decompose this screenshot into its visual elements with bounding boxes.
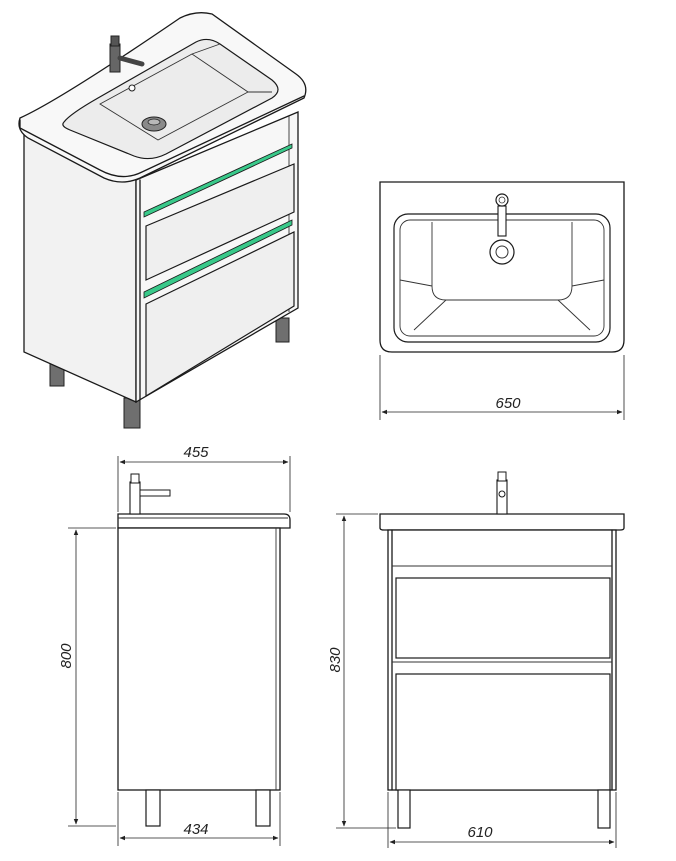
front-drawer-bottom [395, 673, 611, 791]
side-leg [145, 789, 161, 827]
dim-basin-width: 650 [495, 395, 521, 412]
front-view: 830 610 [327, 471, 625, 848]
dim-body-height: 800 [58, 643, 75, 669]
dim-body-depth: 434 [183, 821, 208, 838]
dim-body-width: 610 [467, 824, 493, 841]
iso-drawer-bottom [145, 231, 295, 398]
front-leg [397, 789, 411, 829]
iso-faucet [109, 35, 145, 92]
iso-leg [123, 397, 141, 429]
front-faucet [496, 471, 508, 515]
isometric-view [18, 12, 307, 429]
iso-led-strip [143, 219, 293, 299]
iso-basin-bowl [62, 38, 279, 160]
top-view: 650 [379, 181, 625, 420]
side-countertop [117, 513, 291, 529]
side-view: 455 800 434 [58, 444, 291, 846]
top-faucet [495, 193, 509, 237]
iso-drawer-top [145, 163, 295, 281]
dim-top-depth: 455 [183, 444, 209, 461]
top-basin-outline [379, 181, 625, 353]
front-drawer-top [395, 577, 611, 659]
side-faucet [129, 473, 171, 515]
front-leg [597, 789, 611, 829]
side-leg [255, 789, 271, 827]
front-countertop [379, 513, 625, 531]
iso-leg [275, 317, 290, 343]
iso-led-strip [143, 143, 293, 218]
side-body [117, 527, 281, 791]
dim-total-height: 830 [327, 647, 344, 673]
